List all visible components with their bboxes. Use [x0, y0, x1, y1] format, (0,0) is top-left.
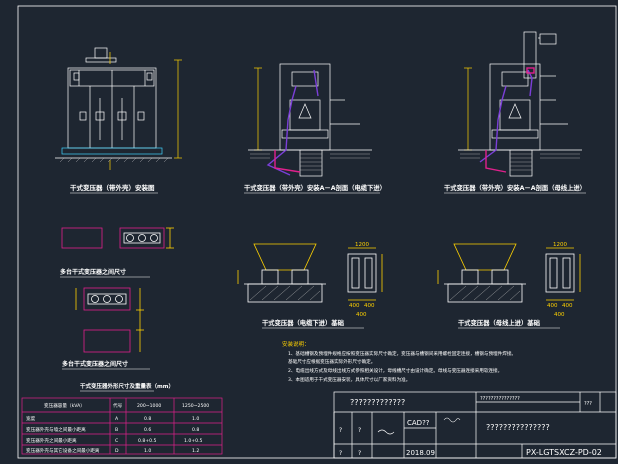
- small-plan-1-title: 多台干式变压器之间尺寸: [60, 268, 126, 276]
- table-cell: 变压器外壳与墙之间最小距离: [26, 426, 86, 433]
- review-label: ?: [339, 450, 342, 457]
- front-elevation-view: [55, 47, 182, 170]
- installation-notes: 安装说明： 1、基础槽钢及预埋件规格应按照变压器实际尺寸确定，变压器与槽钢间采用…: [282, 340, 516, 383]
- table-cell: 0.6: [144, 427, 151, 433]
- dim-1200b-label: 1200: [553, 242, 567, 248]
- title-block-text: ????????????? ??????????????? ??? ??????…: [339, 396, 602, 457]
- drawing-frame: [17, 5, 617, 459]
- note-line-1: 1、基础槽钢及预埋件规格应按照变压器实际尺寸确定，变压器与槽钢间采用螺栓固定连接…: [288, 350, 516, 357]
- dim-400-label: 400: [349, 303, 360, 309]
- table-cell: C: [115, 438, 118, 444]
- project-name: ?????????????: [350, 398, 405, 407]
- foundation-1-section: [237, 243, 326, 303]
- table-cell: D: [115, 448, 119, 454]
- cad-label: CAD??: [407, 419, 430, 427]
- foundation-2-title: 干式变压器（母线上进）基础: [458, 318, 540, 327]
- dim-400e-label: 400: [562, 303, 573, 309]
- note-line-3: 2、电缆出线方式及母线出线方式参照相关设计，母线槽尺寸由设计确定。母线与变压器连…: [288, 367, 502, 374]
- table-header-col2: 代号: [113, 402, 123, 409]
- table-cell: A: [115, 416, 119, 422]
- dim-400f-label: 400: [554, 312, 565, 318]
- table-cell: B: [115, 427, 118, 433]
- dim-400c-label: 400: [356, 312, 367, 318]
- dimension-table: [21, 397, 223, 455]
- table-header-col4: 1250~2500: [182, 403, 209, 409]
- dimension-table-text: 变压器容量（kVA） 代号 200~1000 1250~2500 宽度 A 0.…: [26, 402, 209, 454]
- signature-mark: [377, 417, 461, 435]
- front-hatch: [59, 157, 169, 163]
- table-title: 干式变压器外形尺寸及重量表（mm）: [80, 382, 174, 390]
- date-label: 2018.09: [406, 449, 435, 457]
- section-top-title: 干式变压器（带外壳）安装A－A剖面（母线上进）: [444, 183, 586, 192]
- notes-heading: 安装说明：: [282, 340, 310, 348]
- small-plan-2-title: 多台干式变压器之间尺寸: [62, 360, 128, 368]
- foundation-1-title: 干式变压器（电缆下进）基础: [262, 318, 344, 327]
- dim-1200-label: 1200: [355, 242, 369, 248]
- drawing-number: PX-LGTSXCZ-PD-02: [526, 448, 602, 457]
- check-label: ?: [358, 427, 361, 434]
- note-line-2: 基础尺寸应根据变压器实际外形尺寸确定。: [288, 358, 375, 365]
- section-cable-bottom-cable: [266, 69, 319, 176]
- section-busbar-top-cable: [479, 67, 535, 173]
- foundation-2-section: [437, 243, 526, 303]
- table-cell: 1.0: [192, 416, 199, 422]
- small-plan-2: [75, 287, 144, 353]
- front-view-title: 干式变压器（带外壳）安装图: [70, 183, 155, 192]
- table-cell: 0.8: [192, 427, 199, 433]
- title-block: [333, 391, 617, 459]
- table-cell: 0.8: [144, 416, 151, 422]
- dim-400b-label: 400: [364, 303, 375, 309]
- design-label: ?: [339, 427, 342, 434]
- small-plan-1: [61, 227, 174, 249]
- table-cell: 1.2: [192, 448, 199, 454]
- note-line-4: 3、本图适用于干式变压器安装，具体尺寸以厂家资料为准。: [288, 376, 410, 383]
- table-header-col3: 200~1000: [137, 403, 161, 409]
- sheet-label: ???: [584, 401, 592, 407]
- table-cell: 变压器外壳与其它设备之间最小距离: [26, 447, 100, 454]
- foundation-2-hatch: [449, 285, 521, 301]
- table-header-col1: 变压器容量（kVA）: [44, 402, 85, 409]
- table-cell: 宽度: [26, 415, 36, 422]
- table-cell: 变压器外壳之间最小距离: [26, 437, 77, 444]
- foundation-1-plan: [347, 247, 383, 301]
- section-cable-bottom-view: [248, 63, 372, 177]
- drawing-name: ???????????????: [486, 423, 550, 432]
- foundation-2-plan: [545, 247, 581, 301]
- company-name: ???????????????: [480, 396, 520, 402]
- scale-label: ?: [358, 450, 361, 457]
- section-busbar-top-hatch: [460, 153, 580, 171]
- dim-400d-label: 400: [547, 303, 558, 309]
- table-cell: 1.0+0.5: [184, 438, 203, 444]
- section-cable-bottom-hatch: [250, 153, 370, 171]
- section-bottom-title: 干式变压器（带外壳）安装A－A剖面（电缆下进）: [244, 183, 386, 192]
- table-cell: 0.8+0.5: [138, 438, 157, 444]
- section-busbar-top-view: [458, 31, 582, 177]
- table-cell: 1.0: [144, 448, 151, 454]
- foundation-1-hatch: [249, 285, 321, 301]
